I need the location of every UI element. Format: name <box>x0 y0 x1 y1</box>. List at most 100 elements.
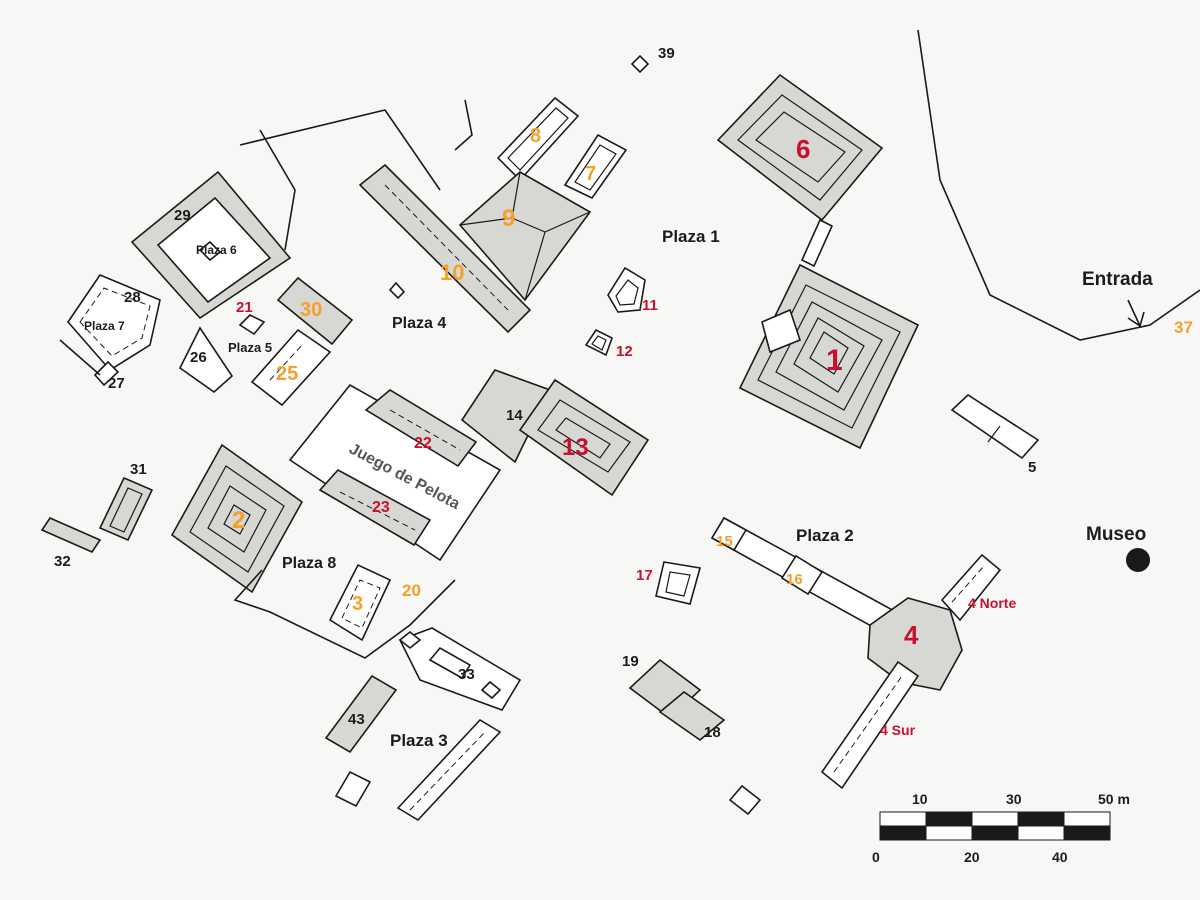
plaza6-label: Plaza 6 <box>196 243 237 257</box>
scale-tick-10: 10 <box>912 791 928 807</box>
small-structure-southeast <box>728 784 762 816</box>
structure-10 <box>358 163 532 334</box>
structure-7-label: 7 <box>585 163 596 185</box>
structure-15 <box>710 516 748 552</box>
structure-23-label: 23 <box>372 499 390 516</box>
north-wall-fragment <box>454 99 473 151</box>
structure-16 <box>780 554 824 596</box>
structure-11-label: 11 <box>642 297 658 314</box>
structure-4-label: 4 <box>904 620 919 650</box>
structure-9-label: 9 <box>502 205 515 232</box>
structure-22-label: 22 <box>414 435 432 452</box>
structure-31-label: 31 <box>130 461 147 478</box>
structure-2-label: 2 <box>232 507 245 534</box>
structure-29-label: 29 <box>174 207 191 224</box>
structure-19-label: 19 <box>622 653 639 670</box>
structure-33 <box>398 627 522 711</box>
structure-15-label: 15 <box>716 533 733 550</box>
structure-4-norte <box>940 553 1002 622</box>
small-structure-south <box>334 770 372 808</box>
plaza6-altar <box>198 240 222 262</box>
scale-tick-40: 40 <box>1052 849 1068 865</box>
plaza6-east-wall <box>259 129 296 251</box>
plaza4-label: Plaza 4 <box>392 315 446 332</box>
structure-17 <box>655 561 702 605</box>
structure-12-label: 12 <box>616 343 633 360</box>
structure-26-label: 26 <box>190 349 207 366</box>
structure-13-label: 13 <box>562 434 589 461</box>
plaza3-label: Plaza 3 <box>390 731 448 750</box>
causeway-6-1 <box>800 218 834 268</box>
structure-18-label: 18 <box>704 724 721 741</box>
structure-2 <box>170 443 304 594</box>
plaza7-wall <box>59 339 101 376</box>
plaza2-label: Plaza 2 <box>796 526 854 545</box>
structure-30-label: 30 <box>300 299 322 321</box>
entrance-arrow-icon <box>1127 299 1145 328</box>
museum-marker-icon <box>1126 548 1150 572</box>
structure-21-label: 21 <box>236 299 253 316</box>
structure-17-label: 17 <box>636 567 653 584</box>
structure-28 <box>66 274 161 372</box>
structure-28-label: 28 <box>124 289 141 306</box>
structure-13 <box>518 378 650 497</box>
structure-4-sur <box>820 660 920 790</box>
structure-39-label: 39 <box>658 45 675 62</box>
plaza4-north-wall <box>239 109 441 191</box>
structure-31 <box>98 476 154 542</box>
structure-32 <box>40 516 102 554</box>
site-boundary-line <box>917 29 1200 341</box>
structure-6-label: 6 <box>796 134 810 164</box>
structure-30 <box>276 276 354 346</box>
structure-21 <box>238 314 266 336</box>
structure-43 <box>324 674 398 754</box>
structure-8 <box>496 96 580 182</box>
structure-4-norte-label: 4 Norte <box>968 595 1016 611</box>
structure-33-label: 33 <box>458 666 475 683</box>
structure-11 <box>607 266 646 313</box>
structure-4-sur-label: 4 Sur <box>880 722 916 738</box>
structure-3-label: 3 <box>352 593 363 615</box>
small-structure-plaza4 <box>388 281 406 300</box>
scale-bar <box>879 811 1111 841</box>
structure-32-label: 32 <box>54 553 71 570</box>
plaza8-label: Plaza 8 <box>282 555 336 572</box>
structure-26 <box>178 326 234 394</box>
plaza5-label: Plaza 5 <box>228 340 272 355</box>
structure-5 <box>950 393 1040 460</box>
structure-3 <box>328 563 392 642</box>
structure-1 <box>738 263 920 450</box>
structure-20-label: 20 <box>402 581 421 600</box>
structure-23 <box>318 468 432 547</box>
structure-9 <box>458 171 592 302</box>
scale-tick-20: 20 <box>964 849 980 865</box>
structure-43-label: 43 <box>348 711 365 728</box>
structure-8-label: 8 <box>530 125 541 147</box>
entrada-label: Entrada <box>1082 269 1153 290</box>
plaza8-wall <box>233 569 456 659</box>
structure-14-label: 14 <box>506 407 523 424</box>
structure-4 <box>820 553 1002 790</box>
structure-6 <box>716 73 884 222</box>
structure-27 <box>93 360 120 387</box>
scale-tick-50: 50 m <box>1098 791 1130 807</box>
ball-court <box>288 383 502 562</box>
structure-5-label: 5 <box>1028 459 1036 476</box>
scale-tick-30: 30 <box>1006 791 1022 807</box>
structure-25-label: 25 <box>276 363 298 385</box>
scale-tick-0: 0 <box>872 849 880 865</box>
structure-1-label: 1 <box>826 344 843 377</box>
structure-37-label: 37 <box>1174 318 1193 337</box>
structure-25 <box>250 328 332 407</box>
structure-10-label: 10 <box>440 260 464 285</box>
museo-label: Museo <box>1086 524 1146 545</box>
structure-39 <box>630 54 650 74</box>
structure-18 <box>658 690 726 742</box>
structure-27-label: 27 <box>108 375 125 392</box>
structure-12 <box>584 328 613 357</box>
structure-16-label: 16 <box>786 571 803 588</box>
plaza7-label: Plaza 7 <box>84 319 125 333</box>
plaza1-label: Plaza 1 <box>662 227 720 246</box>
